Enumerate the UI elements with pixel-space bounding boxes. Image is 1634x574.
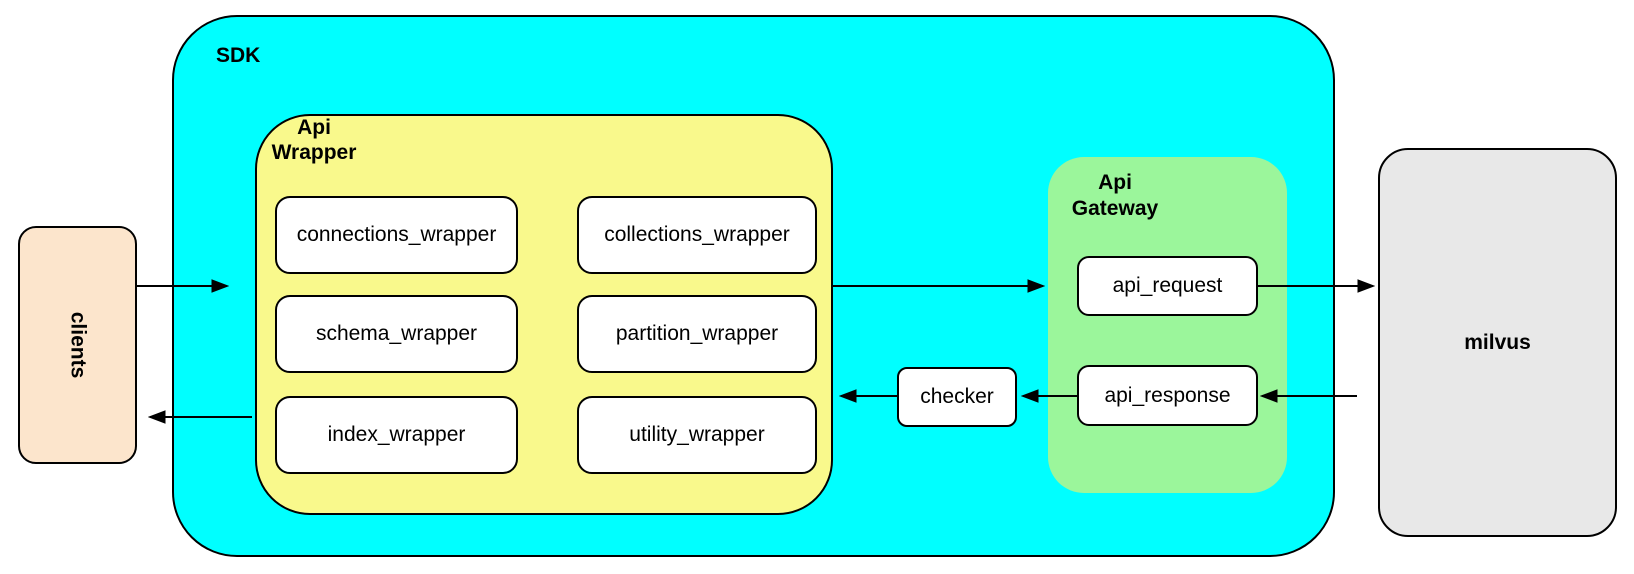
node-index-wrapper-label: index_wrapper — [327, 423, 466, 446]
api-gateway-label-line1: Api — [1098, 171, 1132, 194]
api-gateway-label-line2: Gateway — [1071, 197, 1159, 220]
node-connections-wrapper-label: connections_wrapper — [296, 223, 497, 246]
milvus-node: milvus — [1378, 148, 1617, 537]
node-api-request-label: api_request — [1112, 274, 1223, 297]
api-wrapper-label-line2: Wrapper — [271, 141, 357, 164]
node-utility-wrapper: utility_wrapper — [577, 396, 817, 474]
node-connections-wrapper: connections_wrapper — [275, 196, 518, 274]
milvus-label: milvus — [1464, 330, 1531, 354]
node-collections-wrapper: collections_wrapper — [577, 196, 817, 274]
api-gateway-label: Api Gateway — [1048, 170, 1182, 222]
node-partition-wrapper: partition_wrapper — [577, 295, 817, 373]
node-api-response: api_response — [1077, 365, 1258, 426]
node-index-wrapper: index_wrapper — [275, 396, 518, 474]
node-partition-wrapper-label: partition_wrapper — [615, 322, 779, 345]
node-api-request: api_request — [1077, 256, 1258, 316]
node-checker-label: checker — [920, 385, 994, 408]
clients-node: clients — [18, 226, 137, 464]
node-schema-wrapper: schema_wrapper — [275, 295, 518, 373]
node-schema-wrapper-label: schema_wrapper — [315, 322, 478, 345]
api-gateway-container — [1048, 157, 1287, 493]
node-api-response-label: api_response — [1104, 383, 1231, 407]
api-wrapper-label-line1: Api — [297, 116, 331, 139]
node-collections-wrapper-label: collections_wrapper — [604, 223, 790, 246]
node-checker: checker — [897, 367, 1017, 427]
sdk-label: SDK — [216, 44, 261, 67]
node-utility-wrapper-label: utility_wrapper — [629, 423, 765, 446]
clients-label: clients — [66, 311, 90, 379]
api-wrapper-label: Api Wrapper — [255, 115, 373, 165]
